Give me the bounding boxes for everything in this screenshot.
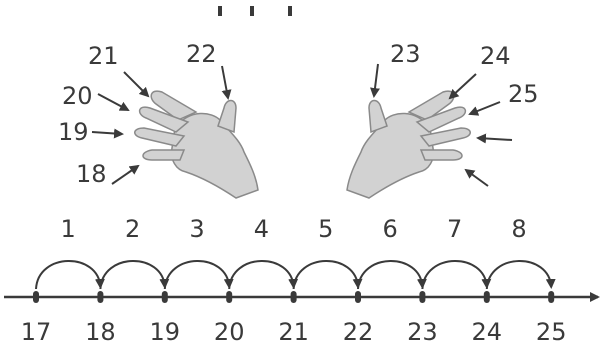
left-middle-finger [138, 106, 190, 133]
number-line-tick [290, 291, 297, 303]
top-marks [218, 6, 292, 16]
finger-label-18: 18 [76, 160, 107, 188]
finger-label-24: 24 [480, 42, 511, 70]
jump-arc [485, 260, 556, 290]
number-line-tick-label: 24 [472, 318, 503, 346]
number-line-tick-label: 20 [214, 318, 245, 346]
number-line-tick [419, 291, 426, 303]
jump-arcs: 1 2 3 4 5 6 7 8 [35, 215, 556, 290]
left-ring-finger [134, 127, 186, 147]
finger-label-23: 23 [390, 40, 421, 68]
jump-label: 8 [511, 215, 526, 243]
number-line-tick-label: 18 [85, 318, 116, 346]
left-thumb [217, 99, 237, 134]
jump-label: 5 [318, 215, 333, 243]
finger-pointer-arrows [91, 63, 513, 187]
finger-label-25: 25 [508, 80, 539, 108]
finger-label-20: 20 [62, 82, 93, 110]
jump-arc [357, 260, 427, 290]
right-thumb [368, 99, 388, 134]
number-line-tick-label: 25 [536, 318, 567, 346]
jump-label: 3 [189, 215, 204, 243]
right-pinky-finger [419, 149, 463, 161]
number-line-tick-label: 17 [21, 318, 52, 346]
number-line-tick [97, 291, 104, 303]
left-index-finger [150, 90, 198, 121]
number-line-tick [226, 291, 233, 303]
number-line-tick [548, 291, 555, 303]
left-pinky-finger [142, 149, 186, 161]
number-line-tick [33, 291, 39, 303]
finger-label-22: 22 [186, 40, 217, 68]
number-line-tick-label: 23 [407, 318, 438, 346]
jump-label: 7 [447, 215, 462, 243]
right-ring-finger [419, 127, 471, 147]
number-line-tick [161, 291, 168, 303]
jump-arc [421, 260, 492, 290]
number-line-tick-label: 22 [343, 318, 374, 346]
jump-label: 4 [254, 215, 269, 243]
right-middle-finger [415, 106, 467, 133]
jump-label: 1 [61, 215, 76, 243]
left-hand [134, 90, 259, 199]
jump-label: 6 [383, 215, 398, 243]
jump-arc [163, 260, 234, 290]
left-hand-palm [170, 112, 259, 199]
finger-label-19: 19 [58, 118, 89, 146]
number-line-ticks: 17 18 19 20 21 22 23 24 25 [21, 291, 567, 346]
jump-arc [292, 260, 363, 290]
right-hand-palm [346, 112, 435, 199]
number-line-tick-label: 19 [150, 318, 181, 346]
jump-arc [228, 260, 299, 290]
number-line-tick [355, 291, 361, 303]
jump-arc [35, 260, 105, 290]
number-line-tick [483, 291, 490, 303]
right-hand [346, 90, 471, 199]
finger-label-21: 21 [88, 42, 119, 70]
jump-arc [99, 260, 170, 290]
jump-label: 2 [125, 215, 140, 243]
number-line-tick-label: 21 [278, 318, 309, 346]
